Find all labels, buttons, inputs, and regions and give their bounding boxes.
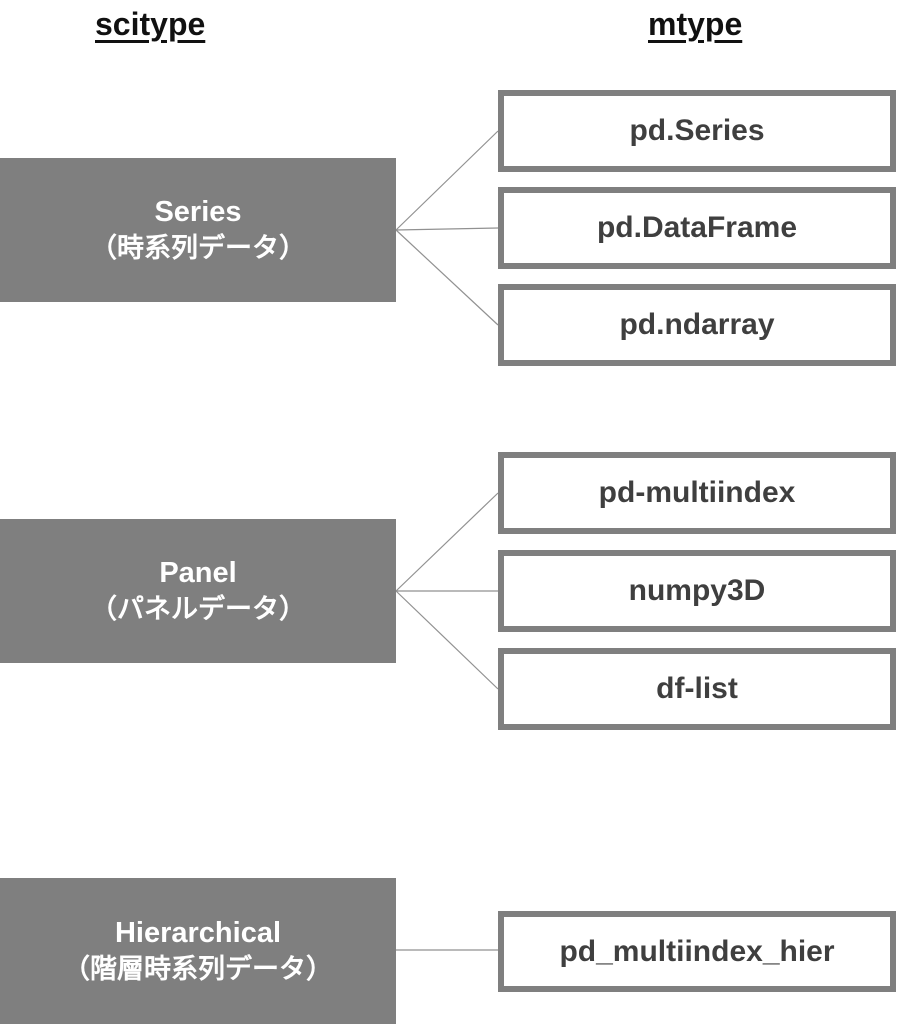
scitype-hierarchical-sublabel: （階層時系列データ） [63, 954, 333, 985]
scitype-box-series: Series （時系列データ） [0, 158, 396, 302]
mtype-box-pd-dataframe: pd.DataFrame [498, 187, 896, 269]
scitype-panel-label: Panel [159, 557, 237, 590]
mtype-pd-series-label: pd.Series [629, 114, 765, 147]
mtype-box-pd-ndarray: pd.ndarray [498, 284, 896, 366]
mtype-pd-multiindex-label: pd-multiindex [598, 476, 796, 509]
scitype-box-hierarchical: Hierarchical （階層時系列データ） [0, 878, 396, 1024]
mtype-box-pd-series: pd.Series [498, 90, 896, 172]
connector-series-pd-dataframe [395, 227, 499, 231]
connector-panel-pd-multiindex [395, 492, 499, 592]
connector-panel-df-list [395, 590, 499, 690]
scitype-series-label: Series [154, 196, 242, 229]
scitype-hierarchical-label: Hierarchical [114, 917, 282, 950]
mtype-df-list-label: df-list [656, 672, 738, 705]
mtype-box-pd-multiindex: pd-multiindex [498, 452, 896, 534]
mtype-box-df-list: df-list [498, 648, 896, 730]
connector-series-pd-series [395, 130, 499, 231]
scitype-box-panel: Panel （パネルデータ） [0, 519, 396, 663]
mtype-box-numpy3d: numpy3D [498, 550, 896, 632]
mtype-column-header: mtype [648, 6, 743, 42]
scitype-series-sublabel: （時系列データ） [90, 233, 306, 264]
connector-series-pd-ndarray [395, 229, 499, 326]
mtype-numpy3d-label: numpy3D [628, 574, 766, 607]
scitype-column-header: scitype [95, 6, 206, 42]
mtype-pd-dataframe-label: pd.DataFrame [596, 211, 798, 244]
mtype-pd-ndarray-label: pd.ndarray [619, 308, 775, 341]
mtype-box-pd-multiindex-hier: pd_multiindex_hier [498, 911, 896, 992]
mtype-pd-multiindex-hier-label: pd_multiindex_hier [559, 934, 835, 968]
scitype-panel-sublabel: （パネルデータ） [90, 594, 306, 625]
